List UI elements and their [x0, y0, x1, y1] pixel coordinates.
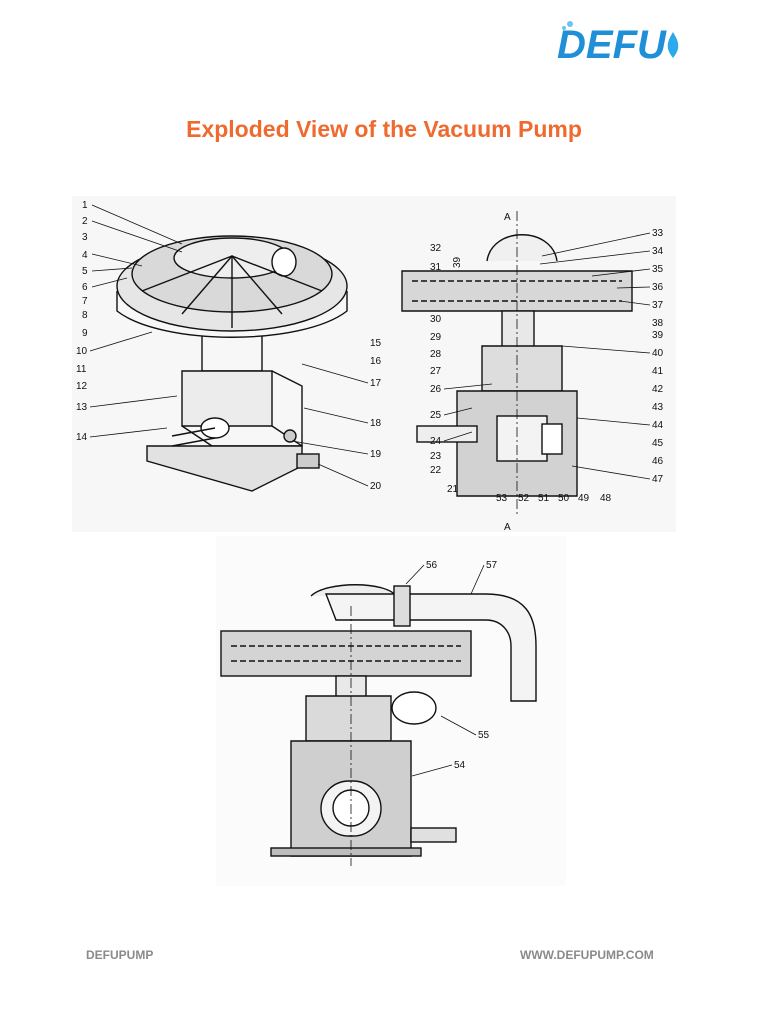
part-label: 5: [82, 266, 88, 277]
part-label: 46: [652, 456, 664, 467]
logo-text: DEFU: [557, 23, 667, 67]
pump-3d-drawing: [116, 235, 348, 492]
part-label: 45: [652, 438, 664, 449]
part-label: 33: [652, 228, 664, 239]
part-label: 6: [82, 282, 88, 293]
part-label: 52: [518, 493, 530, 504]
part-label: 51: [538, 493, 550, 504]
part-label: 56: [426, 560, 438, 571]
part-label: 26: [430, 384, 442, 395]
part-label: 4: [82, 250, 88, 261]
right-part-labels: A A 21 22 23 24 25 26 27 28 29 30 31 32 …: [430, 212, 664, 532]
logo-droplet-small: [562, 26, 566, 30]
logo-mark: DEFU: [557, 21, 679, 67]
part-label: 43: [652, 402, 664, 413]
part-label: 2: [82, 216, 88, 227]
part-label: 25: [430, 410, 442, 421]
part-label: 23: [430, 451, 442, 462]
exploded-view-drawing: 1 2 3 4 5 6 7 8 9 10 11 12 13 14 15 16 1…: [76, 200, 664, 532]
part-label: 20: [370, 481, 382, 492]
part-label: 37: [652, 300, 664, 311]
pump-assembly-section: [220, 584, 537, 866]
part-label: 19: [370, 449, 382, 460]
part-label: 36: [652, 282, 664, 293]
part-label: 47: [652, 474, 664, 485]
part-label: 12: [76, 381, 88, 392]
part-label: 10: [76, 346, 88, 357]
section-view-drawing: 54 55 56 57: [220, 560, 537, 866]
part-label: 18: [370, 418, 382, 429]
part-label: 49: [578, 493, 590, 504]
part-label: 40: [652, 348, 664, 359]
part-label: 29: [430, 332, 442, 343]
part-label: 11: [76, 364, 87, 375]
part-label: 21: [447, 484, 459, 495]
brand-logo: DEFU: [555, 14, 705, 70]
part-label: 31: [430, 262, 442, 273]
part-label: 7: [82, 296, 88, 307]
part-label: 38: [652, 318, 664, 329]
part-label: 44: [652, 420, 664, 431]
part-label: 15: [370, 338, 382, 349]
part-label: 53: [496, 493, 508, 504]
right-leader-lines: [443, 232, 651, 480]
part-label: 24: [430, 436, 442, 447]
part-label: 1: [82, 200, 88, 211]
part-label: 3: [82, 232, 88, 243]
left-part-labels: 1 2 3 4 5 6 7 8 9 10 11 12 13 14 15 16 1…: [76, 200, 382, 492]
part-label: 30: [430, 314, 442, 325]
bottom-leader-lines: [405, 564, 485, 777]
part-label: 28: [430, 349, 442, 360]
part-label: 35: [652, 264, 664, 275]
part-label: 16: [370, 356, 382, 367]
part-label: 55: [478, 730, 490, 741]
part-label: 54: [454, 760, 466, 771]
logo-droplet: [567, 21, 573, 27]
part-label: 32: [430, 243, 442, 254]
part-label: 17: [370, 378, 382, 389]
footer-website-link[interactable]: WWW.DEFUPUMP.COM: [520, 948, 654, 962]
page-title: Exploded View of the Vacuum Pump: [186, 116, 582, 142]
part-label: 50: [558, 493, 570, 504]
footer-brand: DEFUPUMP: [86, 948, 154, 962]
part-label: 22: [430, 465, 442, 476]
part-label: 48: [600, 493, 612, 504]
part-label: 42: [652, 384, 664, 395]
part-label: 8: [82, 310, 88, 321]
bottom-part-labels: 54 55 56 57: [426, 560, 498, 771]
section-mark-a-bottom: A: [504, 522, 511, 532]
part-label: 13: [76, 402, 88, 413]
left-leader-lines: [89, 204, 369, 487]
logo-water-drop-icon: [667, 32, 679, 58]
part-label: 34: [652, 246, 664, 257]
part-label: 41: [652, 366, 664, 377]
part-label: 14: [76, 432, 88, 443]
section-mark-a-top: A: [504, 212, 511, 223]
part-label: 57: [486, 560, 498, 571]
section-view-panel: 54 55 56 57: [216, 536, 566, 886]
pump-section-drawing: [401, 211, 633, 516]
part-label: 39: [652, 330, 664, 341]
part-label: 9: [82, 328, 88, 339]
part-label: 27: [430, 366, 442, 377]
exploded-view-panel: 1 2 3 4 5 6 7 8 9 10 11 12 13 14 15 16 1…: [72, 196, 676, 532]
dimension-label: 39: [452, 256, 463, 268]
